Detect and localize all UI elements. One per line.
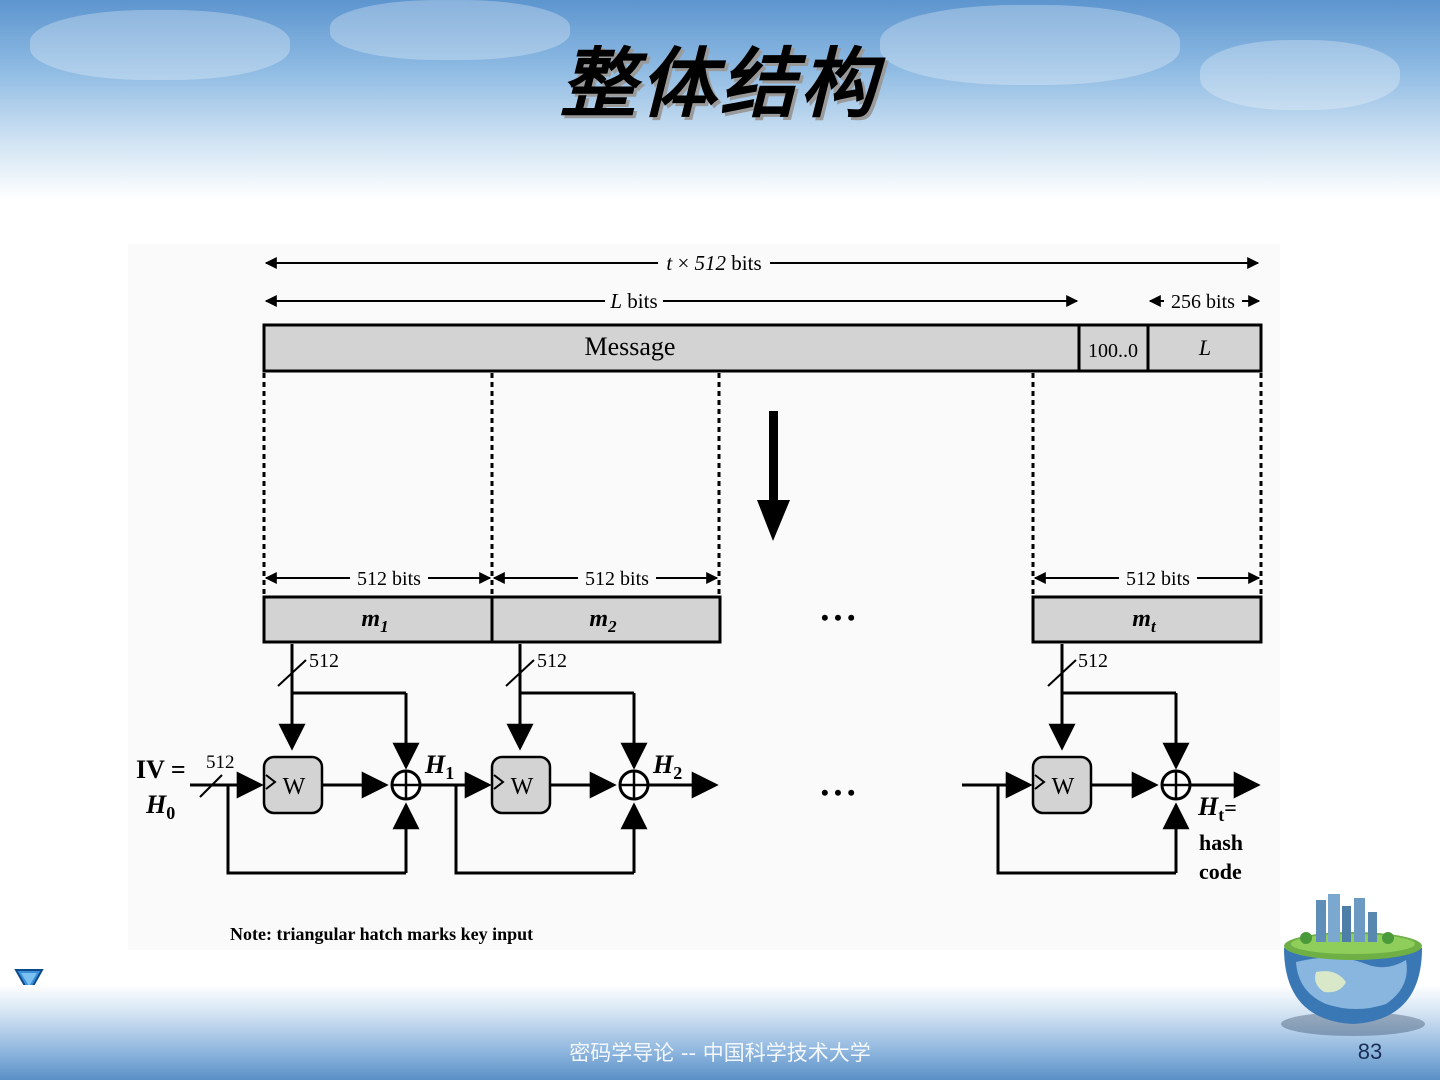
w-label: W (283, 774, 306, 800)
total-length-label: t × 512 bits (666, 251, 761, 275)
padding-label: 100..0 (1088, 340, 1138, 362)
world-map-decoration (30, 10, 290, 80)
message-length-dimension: L bits (264, 289, 1079, 313)
ellipsis: • • • (821, 605, 855, 630)
chaining-value-label: H1 (424, 750, 454, 783)
total-length-dimension: t × 512 bits (264, 251, 1260, 275)
block-width-label: 512 bits (357, 568, 421, 590)
block-m2 (490, 595, 722, 644)
hash-code-label: code (1199, 859, 1242, 884)
globe-city-logo-icon (1281, 894, 1425, 1036)
h0-label: H0 (145, 790, 175, 823)
footer-background (0, 985, 1440, 1080)
block-dividers (262, 373, 1263, 596)
xor-icon (1160, 769, 1192, 801)
compression-stage-2 (454, 644, 719, 875)
compression-function-box (490, 755, 552, 815)
down-arrow-icon (757, 411, 790, 541)
world-map-decoration (330, 0, 570, 60)
message-blocks: m1 m2 mt (262, 595, 1263, 644)
footer-text: 密码学导论 -- 中国科学技术大学 (569, 1041, 871, 1065)
block-width-label: 512 bits (585, 568, 649, 590)
block-width-dimensions: 512 bits 512 bits 512 bits (264, 568, 1261, 590)
key-input-width-label: 512 (537, 650, 567, 672)
slide-title: 整体结构 (560, 39, 880, 128)
world-map-decoration (880, 5, 1180, 85)
diagram-note: Note: triangular hatch marks key input (230, 924, 533, 944)
page-number: 83 (1357, 1039, 1383, 1064)
key-input-width-label: 512 (1078, 650, 1108, 672)
block-label: mt (1132, 606, 1157, 636)
next-slide-triangle-icon[interactable] (14, 966, 44, 996)
message-length-label: L bits (609, 289, 657, 313)
chaining-value-label: H2 (652, 750, 682, 783)
iv-input: 512 IV = H0 (136, 752, 235, 823)
world-map-decoration (1200, 40, 1400, 110)
w-label: W (1052, 774, 1075, 800)
block-mt (1031, 595, 1263, 644)
block-width-label: 512 bits (1126, 568, 1190, 590)
ellipsis: • • • (821, 780, 855, 805)
xor-icon (618, 769, 650, 801)
block-label: m1 (361, 606, 388, 636)
hash-code-label: hash (1199, 830, 1243, 855)
compression-function-box (262, 755, 324, 815)
final-hash-label: Ht= (1197, 792, 1237, 825)
iv-width-label: 512 (206, 752, 235, 773)
length-field-width-label: 256 bits (1171, 291, 1235, 313)
diagram-panel: t × 512 bits L bits 256 bits Message 100… (128, 244, 1280, 950)
header-background (0, 0, 1440, 200)
block-label: m2 (589, 606, 617, 636)
compression-stage-t (962, 644, 1261, 875)
length-field-dimension: 256 bits (1148, 291, 1261, 313)
hash-output: Ht= hash code (1197, 792, 1243, 884)
compression-function-box (1031, 755, 1093, 815)
w-label: W (511, 774, 534, 800)
sha-structure-diagram: t × 512 bits L bits 256 bits Message 100… (136, 251, 1263, 944)
xor-icon (390, 769, 422, 801)
length-field-label: L (1198, 335, 1211, 360)
message-label: Message (585, 332, 676, 361)
iv-label: IV = (136, 755, 186, 784)
block-m1 (262, 595, 494, 644)
key-input-width-label: 512 (309, 650, 339, 672)
padded-message-bar (262, 323, 1263, 373)
